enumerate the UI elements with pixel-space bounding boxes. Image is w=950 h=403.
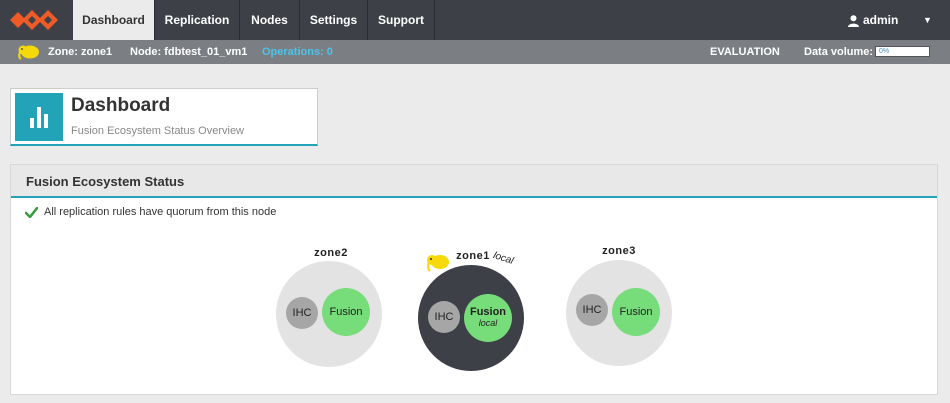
zone-circle-zone1[interactable]: IHC Fusion local [418, 265, 524, 371]
hadoop-elephant-icon [427, 255, 449, 272]
tab-support[interactable]: Support [368, 0, 435, 40]
data-volume-value: 0% [879, 48, 890, 55]
ecosystem-status-panel: Fusion Ecosystem Status All replication … [10, 164, 938, 395]
check-icon [25, 206, 38, 218]
panel-title: Fusion Ecosystem Status [26, 174, 185, 189]
tab-dashboard[interactable]: Dashboard [73, 0, 155, 40]
user-name: admin [863, 13, 899, 27]
tab-settings[interactable]: Settings [300, 0, 368, 40]
top-navigation: Dashboard Replication Nodes Settings Sup… [0, 0, 950, 40]
dashboard-tile [15, 93, 63, 141]
tab-nodes[interactable]: Nodes [240, 0, 300, 40]
data-volume-bar: 0% [875, 46, 930, 57]
zone-label-zone3: zone3 [602, 245, 636, 257]
zone-label-zone1: zone1 [456, 250, 490, 262]
zone-status: Zone: zone1 [48, 46, 113, 58]
ihc-node-zone2[interactable]: IHC [286, 297, 318, 329]
status-bar: Zone: zone1 Node: fdbtest_01_vm1 Operati… [0, 40, 950, 64]
zone-circle-zone3[interactable]: IHC Fusion [566, 260, 672, 366]
dashboard-header: Dashboard Fusion Ecosystem Status Overvi… [10, 88, 318, 146]
page-title: Dashboard [71, 95, 171, 116]
tab-replication[interactable]: Replication [155, 0, 240, 40]
zone-local-tag: local [491, 250, 515, 267]
page-subtitle: Fusion Ecosystem Status Overview [71, 125, 245, 137]
zone-label-zone2: zone2 [314, 247, 348, 259]
user-menu[interactable]: admin [848, 0, 898, 40]
user-icon [848, 15, 859, 27]
fusion-node-zone3[interactable]: Fusion [612, 288, 660, 336]
quorum-message: All replication rules have quorum from t… [25, 206, 276, 218]
ihc-node-zone1[interactable]: IHC [428, 301, 460, 333]
wandisco-logo-icon[interactable] [10, 7, 62, 33]
zone-circle-zone2[interactable]: IHC Fusion [276, 261, 382, 367]
evaluation-label: EVALUATION [710, 46, 780, 58]
fusion-node-zone1[interactable]: Fusion local [464, 294, 512, 342]
caret-down-icon[interactable]: ▼ [923, 15, 932, 25]
panel-header: Fusion Ecosystem Status [11, 165, 937, 198]
hadoop-elephant-icon [18, 45, 39, 60]
operations-status[interactable]: Operations: 0 [262, 46, 333, 58]
fusion-local-label: local [478, 318, 498, 328]
fusion-label-zone1: Fusion [469, 306, 507, 318]
bar-chart-icon [30, 107, 48, 128]
quorum-text: All replication rules have quorum from t… [44, 206, 277, 218]
ihc-node-zone3[interactable]: IHC [576, 294, 608, 326]
fusion-node-zone2[interactable]: Fusion [322, 288, 370, 336]
node-status: Node: fdbtest_01_vm1 [130, 46, 248, 58]
data-volume-label: Data volume: [804, 46, 874, 58]
